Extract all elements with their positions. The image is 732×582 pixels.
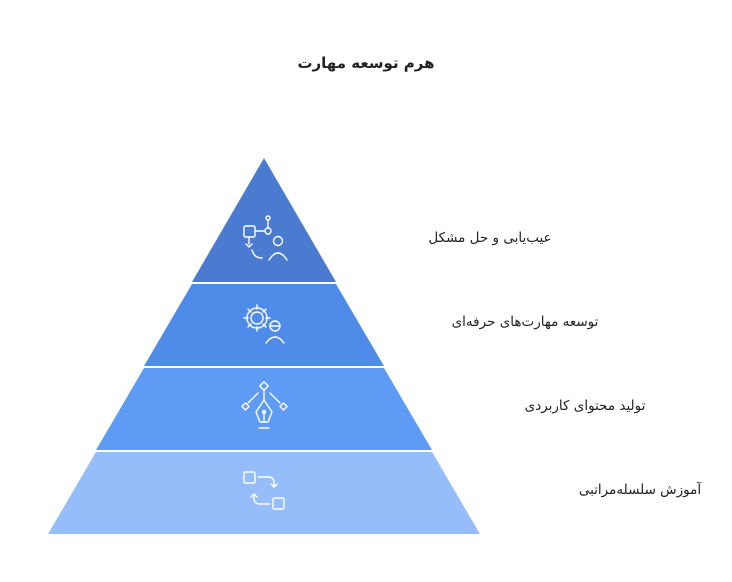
pen-nib-icon: [241, 381, 288, 429]
pyramid-level-3: [96, 368, 432, 450]
level-label-1: عیب‌یابی و حل مشکل: [428, 230, 552, 246]
gear-person-icon: [243, 304, 285, 344]
workflow-person-icon: [243, 215, 288, 261]
level-label-2: توسعه مهارت‌های حرفه‌ای: [451, 314, 599, 330]
level-label-4: آموزش سلسله‌مراتبی: [578, 482, 702, 498]
pyramid-level-4: [48, 452, 480, 534]
pyramid-level-1: [192, 158, 336, 282]
swap-boxes-icon: [243, 471, 285, 510]
diagram-title: هرم توسعه مهارت: [297, 54, 435, 72]
level-label-3: تولید محتوای کاربردی: [524, 398, 646, 414]
